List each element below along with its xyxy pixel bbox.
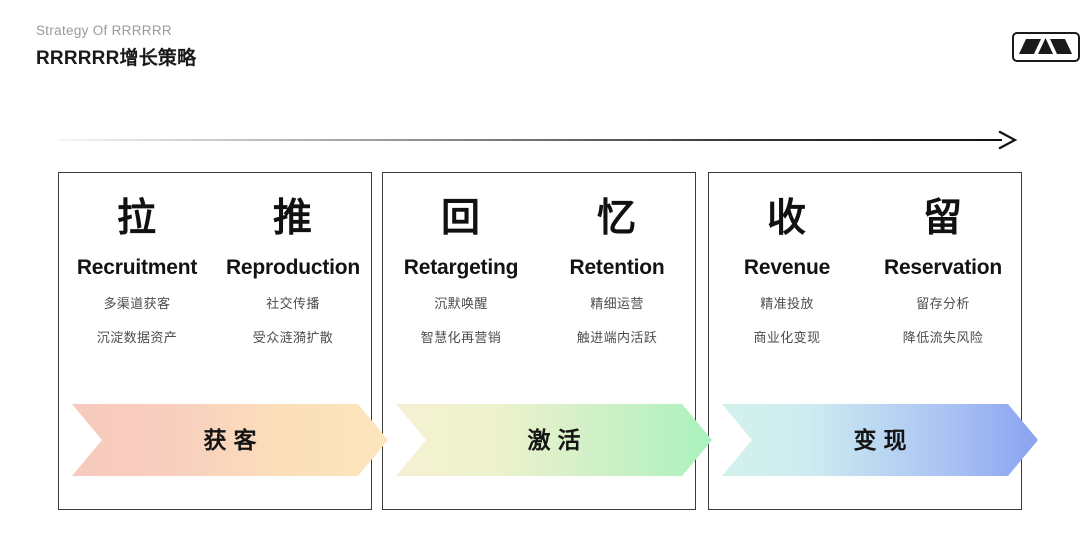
column-glyph: 留 [922,197,963,240]
arrow-line [58,139,1002,141]
card-column: 忆 Retention 精细运营 触进端内活跃 [539,194,695,345]
column-title: Reservation [883,256,1003,279]
stage-cards: 拉 Recruitment 多渠道获客 沉淀数据资产 推 Reproductio… [58,172,1020,510]
column-point: 沉默唤醒 [434,296,488,311]
column-title: Retargeting [403,256,519,279]
page-title: RRRRRR增长策略 [36,48,197,69]
column-title: Revenue [743,256,831,279]
column-point: 受众涟漪扩散 [252,330,334,345]
header-eyebrow: Strategy Of RRRRRR [36,23,172,38]
column-title: Retention [569,256,665,279]
slide-header: Strategy Of RRRRRR RRRRRR增长策略 [36,22,1044,78]
column-point: 降低流失风险 [902,330,984,345]
card-column: 收 Revenue 精准投放 商业化变现 [709,194,865,345]
column-title: Reproduction [225,256,361,279]
column-point: 触进端内活跃 [576,330,658,345]
card-columns: 回 Retargeting 沉默唤醒 智慧化再营销 忆 Retention 精细… [383,173,695,345]
card-columns: 收 Revenue 精准投放 商业化变现 留 Reservation 留存分析 … [709,173,1021,345]
column-point: 智慧化再营销 [420,330,502,345]
progress-arrow [58,130,1020,150]
column-glyph: 忆 [596,197,637,240]
stage-banner-monetization[interactable]: 变现 [722,404,1038,476]
stage-banner-acquisition[interactable]: 获客 [72,404,388,476]
column-point: 精细运营 [590,296,644,311]
card-column: 推 Reproduction 社交传播 受众涟漪扩散 [215,194,371,345]
card-columns: 拉 Recruitment 多渠道获客 沉淀数据资产 推 Reproductio… [59,173,371,345]
card-column: 拉 Recruitment 多渠道获客 沉淀数据资产 [59,194,215,345]
stage-banner-activation[interactable]: 激活 [396,404,712,476]
column-point: 留存分析 [916,296,970,311]
column-point: 社交传播 [266,296,320,311]
brand-logo-icon [1012,32,1080,62]
column-point: 精准投放 [760,296,814,311]
column-point: 商业化变现 [753,330,821,345]
card-column: 留 Reservation 留存分析 降低流失风险 [865,194,1021,345]
column-title: Recruitment [76,256,198,279]
column-glyph: 拉 [116,197,157,240]
card-column: 回 Retargeting 沉默唤醒 智慧化再营销 [383,194,539,345]
banner-label: 变现 [853,427,914,453]
column-glyph: 回 [440,197,481,240]
column-point: 沉淀数据资产 [96,330,178,345]
arrow-head-icon [998,130,1020,155]
banner-label: 获客 [203,427,264,453]
column-point: 多渠道获客 [103,296,171,311]
banner-label: 激活 [527,427,588,453]
column-glyph: 推 [272,197,313,240]
column-glyph: 收 [766,197,807,240]
